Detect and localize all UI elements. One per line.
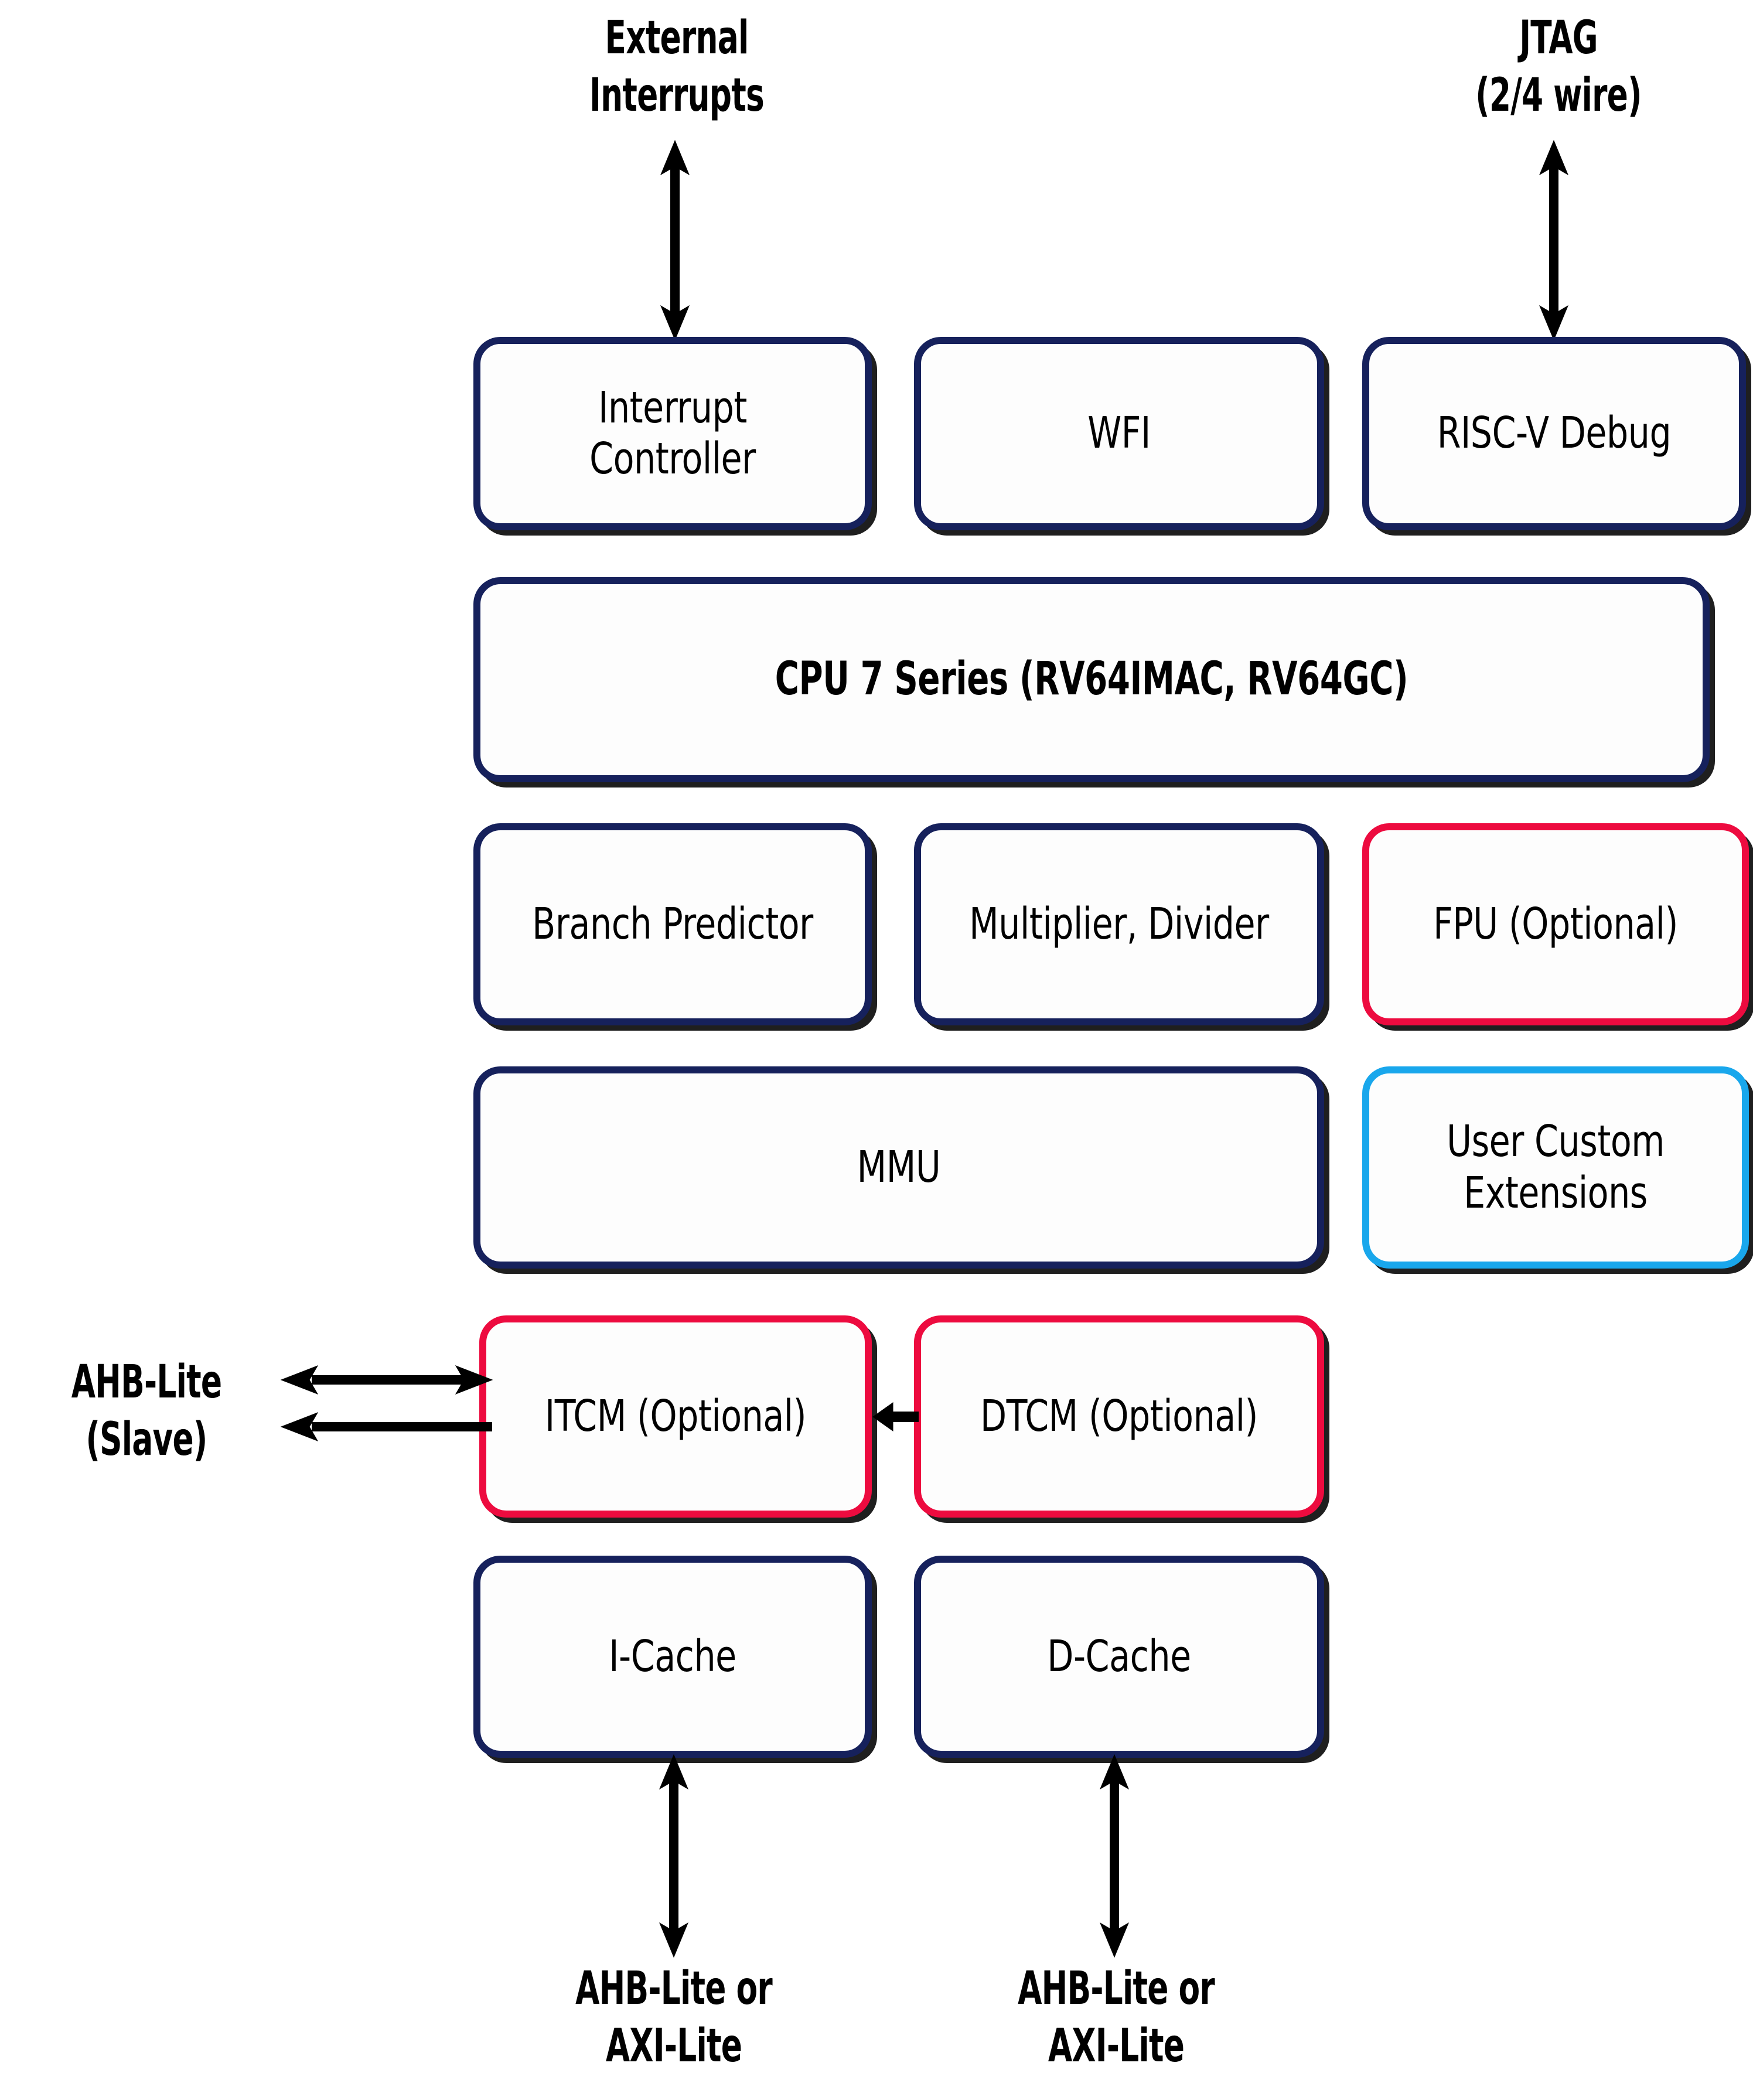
block-dtcm[interactable]: DTCM (Optional) xyxy=(914,1315,1324,1518)
block-user-custom-extensions[interactable]: User Custom Extensions xyxy=(1362,1066,1749,1269)
block-label: RISC-V Debug xyxy=(1437,408,1672,459)
dcache-bus-label: AHB-Lite or AXI-Lite xyxy=(1018,1962,1215,2073)
block-label: I-Cache xyxy=(609,1631,736,1682)
block-itcm[interactable]: ITCM (Optional) xyxy=(479,1315,872,1518)
external-interrupts-label: External Interrupts xyxy=(589,12,765,122)
block-branch-predictor[interactable]: Branch Predictor xyxy=(473,823,872,1025)
block-riscv-debug[interactable]: RISC-V Debug xyxy=(1362,337,1746,530)
ahb-lite-slave-label: AHB-Lite (Slave) xyxy=(71,1356,222,1467)
block-i-cache[interactable]: I-Cache xyxy=(473,1556,872,1758)
ahb-slave-link-1-arrow xyxy=(280,1365,493,1395)
block-label: Multiplier, Divider xyxy=(969,898,1269,949)
block-multiplier-divider[interactable]: Multiplier, Divider xyxy=(914,823,1324,1025)
icache-bus-link-arrow xyxy=(659,1754,689,1958)
jtag-label: JTAG (2/4 wire) xyxy=(1475,12,1642,122)
block-label: Branch Predictor xyxy=(532,898,813,949)
jtag-link-arrow xyxy=(1539,139,1569,341)
ahb-slave-link-2-arrow xyxy=(280,1412,492,1441)
block-label: ITCM (Optional) xyxy=(544,1390,807,1441)
block-cpu[interactable]: CPU 7 Series (RV64IMAC, RV64GC) xyxy=(473,577,1710,782)
block-label: FPU (Optional) xyxy=(1433,898,1678,949)
block-label: CPU 7 Series (RV64IMAC, RV64GC) xyxy=(775,653,1408,706)
block-label: User Custom Extensions xyxy=(1447,1116,1665,1218)
dtcm-itcm-link-arrow xyxy=(872,1402,919,1431)
block-interrupt-controller[interactable]: Interrupt Controller xyxy=(473,337,872,530)
block-label: DTCM (Optional) xyxy=(980,1390,1258,1441)
block-fpu[interactable]: FPU (Optional) xyxy=(1362,823,1749,1025)
icache-bus-label: AHB-Lite or AXI-Lite xyxy=(575,1962,773,2073)
block-label: Interrupt Controller xyxy=(589,382,756,484)
interrupts-link-arrow xyxy=(660,139,690,341)
block-label: D-Cache xyxy=(1047,1631,1191,1682)
block-label: MMU xyxy=(857,1141,941,1192)
block-label: WFI xyxy=(1087,408,1151,459)
block-wfi[interactable]: WFI xyxy=(914,337,1324,530)
dcache-bus-link-arrow xyxy=(1099,1754,1130,1958)
block-d-cache[interactable]: D-Cache xyxy=(914,1556,1324,1758)
block-mmu[interactable]: MMU xyxy=(473,1066,1324,1269)
